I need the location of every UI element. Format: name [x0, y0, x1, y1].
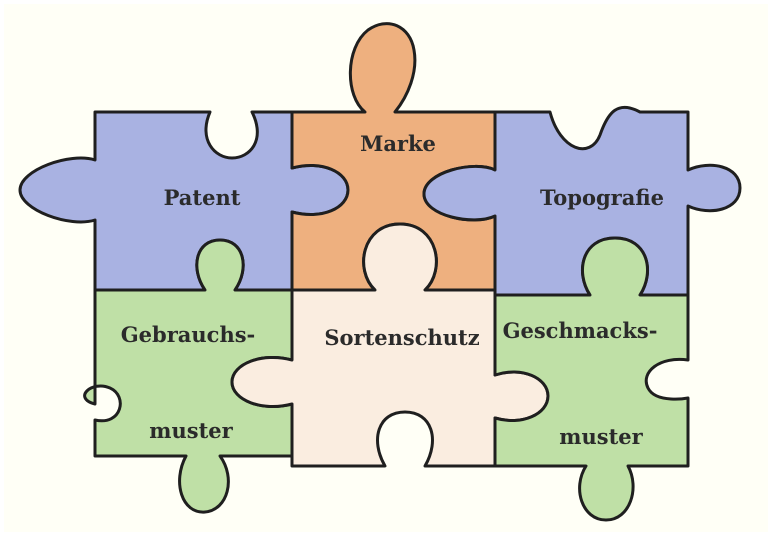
- label-geschmacksmuster-line2: muster: [559, 424, 643, 449]
- puzzle-piece-geschmacksmuster: [493, 236, 690, 522]
- label-topografie: Topografie: [540, 185, 664, 210]
- label-marke: Marke: [360, 131, 436, 156]
- label-geschmacksmuster-line1: Geschmacks-: [503, 318, 658, 343]
- label-sortenschutz: Sortenschutz: [324, 325, 479, 350]
- label-gebrauchsmuster-line2: muster: [149, 418, 233, 443]
- label-patent: Patent: [164, 185, 241, 210]
- label-gebrauchsmuster-line1: Gebrauchs-: [121, 322, 256, 347]
